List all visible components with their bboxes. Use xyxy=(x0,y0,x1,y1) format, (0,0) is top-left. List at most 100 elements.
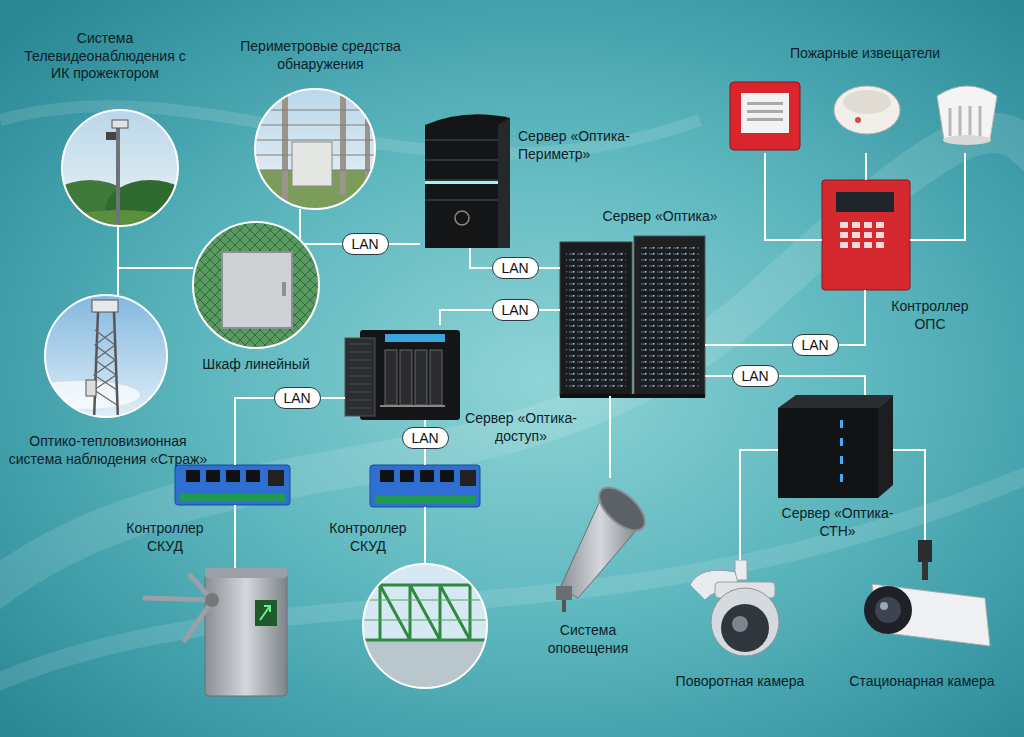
storage-server xyxy=(415,350,427,405)
device-node: Периметровые средства обнаружения xyxy=(255,89,375,209)
cube-server xyxy=(778,395,893,498)
tower-server xyxy=(425,114,510,248)
device-node: Пожарные извещатели xyxy=(725,78,1000,153)
heat-detector xyxy=(943,135,991,145)
fixed-camera xyxy=(922,560,928,580)
device-label: Пожарные извещатели xyxy=(760,45,970,63)
tv-system-photo xyxy=(106,132,116,140)
device-label: Стационарная камера xyxy=(830,673,1014,691)
strazh-photo xyxy=(86,380,96,396)
controller-board xyxy=(460,470,476,486)
strazh-photo xyxy=(92,300,118,312)
photo-frame xyxy=(255,89,375,209)
fire-control-panel xyxy=(852,232,860,238)
controller-board xyxy=(375,496,475,504)
fire-control-panel xyxy=(864,242,872,248)
device-label: Сервер «Оптика-доступ» xyxy=(456,410,586,445)
device-node: Сервер «Оптика-доступ» xyxy=(345,325,460,420)
fire-control-panel xyxy=(876,242,884,248)
fire-control-panel xyxy=(876,232,884,238)
ptz-camera xyxy=(711,588,779,656)
ptz-camera xyxy=(732,616,748,632)
tv-system-photo xyxy=(112,120,128,128)
fixed-camera xyxy=(875,597,901,623)
device-label: Контроллер СКУД xyxy=(118,520,212,555)
smoke-detector xyxy=(834,86,900,134)
storage-server xyxy=(349,344,371,408)
server-rack xyxy=(640,246,699,388)
cube-server xyxy=(878,395,893,498)
device-label: Контроллер ОПС xyxy=(878,298,982,333)
storage-server xyxy=(385,334,445,342)
device-label: Сервер «Оптика» xyxy=(585,208,735,226)
lan-label: LAN xyxy=(492,257,539,279)
strazh-photo xyxy=(20,290,175,425)
background-swoosh xyxy=(0,470,1024,690)
device-node: Сервер «Оптика-Периметр» xyxy=(420,112,510,248)
gate-photo xyxy=(360,600,490,620)
storage-server xyxy=(345,330,460,420)
ptz-camera xyxy=(721,604,769,652)
device-node: Сервер «Оптика» xyxy=(560,236,705,396)
device-node: Оптико-тепловизионная система наблюдения… xyxy=(45,295,167,417)
cabinet-photo xyxy=(222,252,292,328)
network-link xyxy=(740,450,778,560)
controller-board xyxy=(175,465,290,505)
wire xyxy=(235,505,425,568)
lan-label: LAN xyxy=(342,233,389,255)
controller-board xyxy=(370,465,480,507)
device-label: Шкаф линейный xyxy=(186,356,326,374)
fire-control-panel xyxy=(840,222,848,228)
network-link xyxy=(118,268,193,295)
cabinet-photo xyxy=(190,220,325,355)
loudspeaker-horn xyxy=(592,480,652,538)
fire-control-panel xyxy=(840,242,848,248)
cube-server xyxy=(840,474,843,482)
fire-control-panel xyxy=(822,180,910,290)
strazh-photo xyxy=(20,381,140,409)
fire-control-panel xyxy=(840,232,848,238)
network-link xyxy=(705,376,865,395)
device-label: Оптико-тепловизионная система наблюдения… xyxy=(8,433,208,468)
controller-board xyxy=(186,470,200,482)
turnstile xyxy=(145,575,210,640)
storage-server xyxy=(385,350,397,405)
cube-server xyxy=(840,438,843,446)
loudspeaker-horn xyxy=(556,480,652,612)
cabinet-photo xyxy=(282,282,286,296)
tower-server xyxy=(498,118,510,248)
server-rack xyxy=(566,250,626,388)
device-node: Стационарная камера xyxy=(860,540,995,650)
controller-board xyxy=(420,470,434,482)
strazh-photo xyxy=(94,330,117,405)
perimeter-photo xyxy=(282,92,288,202)
manual-call-point xyxy=(747,118,783,121)
background-swoosh xyxy=(0,106,1024,690)
server-rack xyxy=(560,242,632,396)
lan-label: LAN xyxy=(732,365,779,387)
device-label: Система Телевидеонаблюдения с ИК прожект… xyxy=(18,30,192,83)
device-label: Периметровые средства обнаружения xyxy=(228,38,413,73)
turnstile xyxy=(145,568,287,696)
device-node: Система оповещения xyxy=(535,478,640,600)
photo-frame xyxy=(193,222,319,348)
manual-call-point xyxy=(741,93,789,133)
fixed-camera xyxy=(864,540,990,646)
turnstile xyxy=(205,572,287,696)
device-label: Сервер «Оптика-Периметр» xyxy=(518,128,663,163)
manual-call-point xyxy=(747,102,783,105)
turnstile xyxy=(205,568,287,578)
controller-board xyxy=(370,465,480,507)
device-node: Шкаф линейный xyxy=(193,222,319,348)
manual-call-point xyxy=(747,110,783,113)
turnstile xyxy=(255,600,277,626)
network-link xyxy=(118,226,193,268)
heat-detector xyxy=(937,86,997,140)
fire-control-panel xyxy=(840,222,884,248)
network-link xyxy=(705,290,865,345)
lan-label: LAN xyxy=(492,299,539,321)
smoke-detector xyxy=(843,90,891,114)
